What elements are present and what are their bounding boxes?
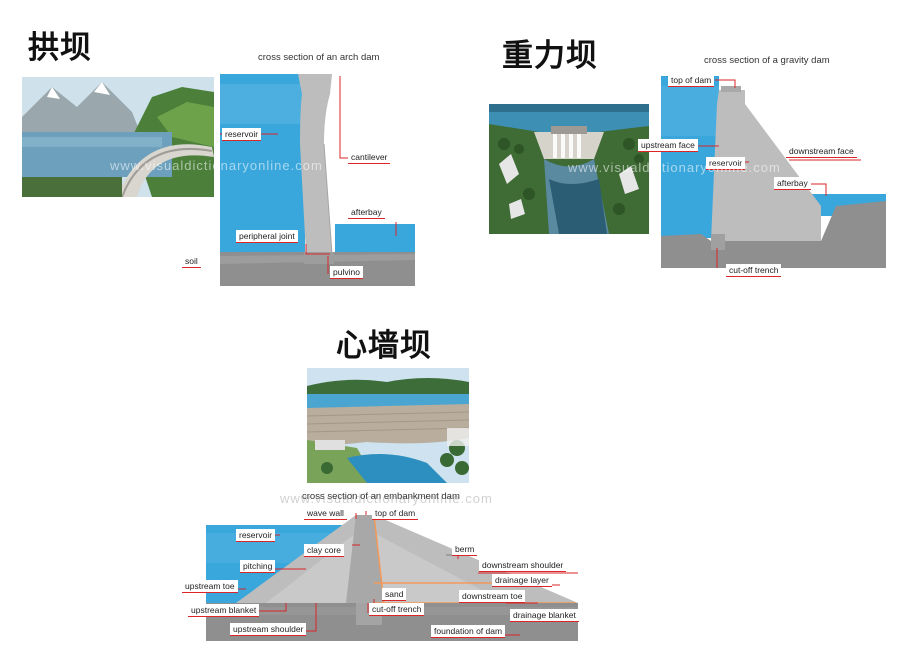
emb-label-foundation-of-dam: foundation of dam <box>431 625 506 638</box>
gravity-dam-title: 重力坝 <box>502 38 598 74</box>
emb-label-clay-core: clay core <box>304 544 345 557</box>
emb-label-sand: sand <box>382 588 407 601</box>
arch-label-soil: soil <box>182 255 201 268</box>
emb-label-drainage-blanket: drainage blanket <box>510 609 579 622</box>
arch-label-afterbay: afterbay <box>348 206 385 219</box>
emb-label-drainage-layer: drainage layer <box>492 574 552 587</box>
emb-label-downstream-shoulder: downstream shoulder <box>479 559 567 572</box>
arch-label-reservoir: reservoir <box>222 128 262 141</box>
arch-dam-title: 拱坝 <box>28 30 92 66</box>
embankment-dam-photo <box>307 368 469 483</box>
emb-label-upstream-toe: upstream toe <box>182 580 238 593</box>
arch-dam-photo <box>22 77 214 197</box>
gravity-label-downstream-face: downstream face <box>786 145 857 158</box>
gravity-dam-photo <box>489 104 649 234</box>
arch-dam-caption: cross section of an arch dam <box>258 52 380 63</box>
emb-label-upstream-shoulder: upstream shoulder <box>230 623 307 636</box>
gravity-label-top-of-dam: top of dam <box>668 74 715 87</box>
arch-label-pulvino: pulvino <box>330 266 363 279</box>
embankment-dam-title: 心墙坝 <box>336 328 432 364</box>
arch-watermark: www.visualdictionaryonline.com <box>110 158 323 173</box>
arch-label-peripheral-joint: peripheral joint <box>236 230 298 243</box>
gravity-dam-caption: cross section of a gravity dam <box>704 55 830 66</box>
emb-label-berm: berm <box>452 543 478 556</box>
emb-label-pitching: pitching <box>240 560 276 573</box>
arch-label-cantilever: cantilever <box>348 151 391 164</box>
emb-label-top-of-dam: top of dam <box>372 507 419 520</box>
arch-dam-cross-section <box>220 74 415 286</box>
emb-label-upstream-blanket: upstream blanket <box>188 604 260 617</box>
gravity-label-upstream-face: upstream face <box>638 139 698 152</box>
embankment-watermark: www.visualdictionaryonline.com <box>280 491 493 506</box>
gravity-label-cutoff-trench: cut-off trench <box>726 264 782 277</box>
emb-label-reservoir: reservoir <box>236 529 276 542</box>
emb-label-cutoff-trench: cut-off trench <box>369 603 425 616</box>
emb-label-downstream-toe: downstream toe <box>459 590 526 603</box>
embankment-dam-caption: cross section of an embankment dam <box>302 491 460 502</box>
gravity-dam-cross-section <box>661 76 886 268</box>
gravity-label-reservoir: reservoir <box>706 157 746 170</box>
gravity-label-afterbay: afterbay <box>774 177 811 190</box>
gravity-watermark: www.visualdictionaryonline.com <box>568 160 781 175</box>
emb-label-wave-wall: wave wall <box>304 507 347 520</box>
